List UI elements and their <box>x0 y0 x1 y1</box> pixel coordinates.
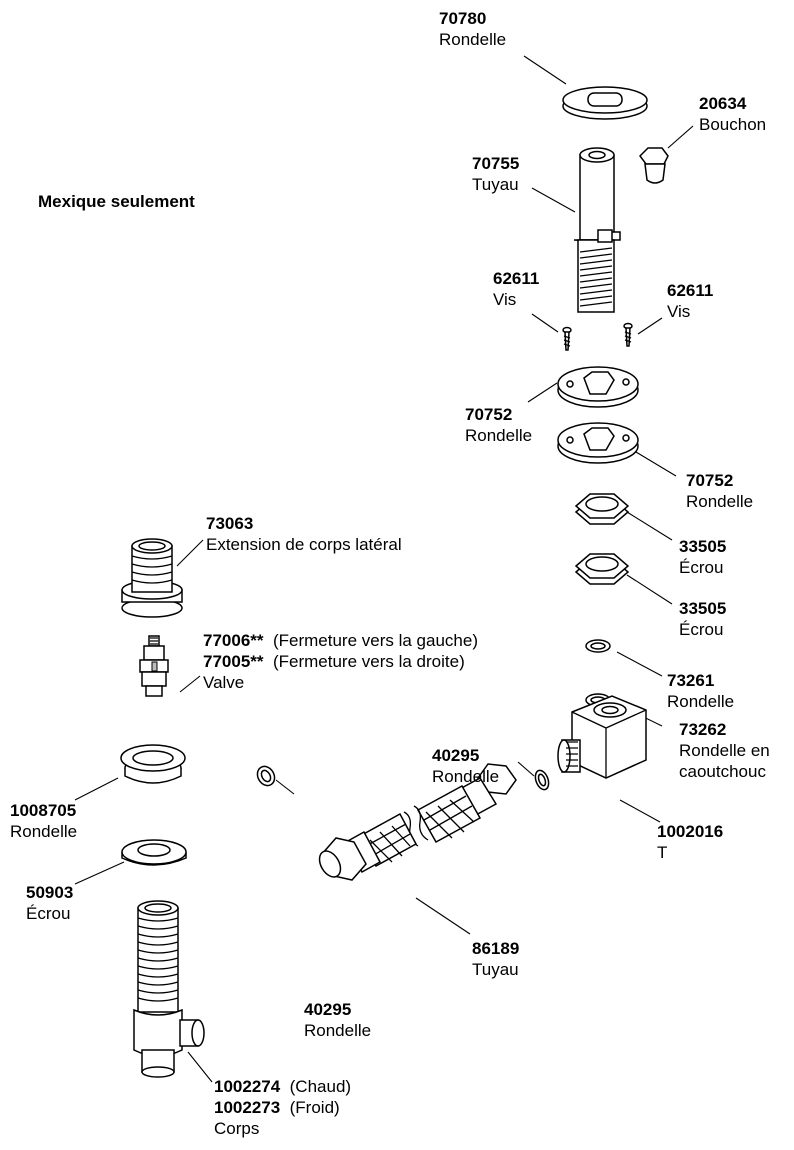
label-40295-right: 40295 Rondelle <box>432 745 499 787</box>
ring-40295-left-drawing <box>256 765 276 787</box>
part-name: Vis <box>667 302 691 321</box>
part-name: Valve <box>203 673 245 692</box>
label-62611-right: 62611 Vis <box>667 280 713 322</box>
washer-70752-upper-drawing <box>557 366 639 408</box>
part-number: 33505 <box>679 537 727 556</box>
label-20634: 20634 Bouchon <box>699 93 766 135</box>
part-name: Écrou <box>679 558 724 577</box>
label-70780: 70780 Rondelle <box>439 8 506 50</box>
ring-73261-drawing <box>585 639 611 653</box>
pipe-70755-drawing <box>573 147 621 313</box>
part-name: Rondelle <box>686 492 754 511</box>
part-number: 70752 <box>465 405 513 424</box>
part-name: Extension de corps latéral <box>206 535 402 554</box>
part-number: 62611 <box>493 269 540 288</box>
label-body: 1002274 (Chaud) 1002273 (Froid) Corps <box>214 1076 351 1139</box>
part-number: 73063 <box>206 514 254 533</box>
extension-73063-drawing <box>121 538 183 618</box>
part-name: (Chaud) <box>289 1077 352 1096</box>
plug-20634-drawing <box>639 147 669 184</box>
hose-86189-drawing <box>318 763 517 881</box>
part-name: Rondelle en <box>679 741 770 760</box>
part-number: 1008705 <box>10 801 77 820</box>
label-73262: 73262 Rondelle en caoutchouc <box>679 719 770 782</box>
part-name: (Froid) <box>289 1098 340 1117</box>
label-50903: 50903 Écrou <box>26 882 73 924</box>
washer-70752-lower-drawing <box>557 422 639 464</box>
part-name: Rondelle <box>439 30 507 49</box>
label-valve: 77006** (Fermeture vers la gauche) 77005… <box>203 630 478 693</box>
part-number: 73262 <box>679 720 727 739</box>
washer-70780-drawing <box>562 86 648 120</box>
part-name: (Fermeture vers la gauche) <box>272 631 478 650</box>
valve-drawing <box>139 635 169 697</box>
label-1002016: 1002016 T <box>657 821 723 863</box>
part-name: Bouchon <box>699 115 767 134</box>
label-33505-upper: 33505 Écrou <box>679 536 726 578</box>
part-name: Tuyau <box>472 960 519 979</box>
part-name: Vis <box>493 290 517 309</box>
label-33505-lower: 33505 Écrou <box>679 598 726 640</box>
label-73063: 73063 Extension de corps latéral <box>206 513 402 555</box>
nut-50903-drawing <box>121 839 187 866</box>
part-number: 86189 <box>472 939 520 958</box>
screw-62611-left-drawing <box>562 326 572 351</box>
body-1002274-drawing <box>133 900 205 1078</box>
part-name: Tuyau <box>472 175 519 194</box>
part-name: Corps <box>214 1119 260 1138</box>
label-86189: 86189 Tuyau <box>472 938 519 980</box>
label-62611-left: 62611 Vis <box>493 268 539 310</box>
part-number: 20634 <box>699 94 747 113</box>
part-name: T <box>657 843 668 862</box>
part-name: Écrou <box>26 904 71 923</box>
part-name: Rondelle <box>10 822 78 841</box>
part-name: (Fermeture vers la droite) <box>272 652 465 671</box>
note-mexico-only: Mexique seulement <box>38 192 195 211</box>
label-40295-left: 40295 Rondelle <box>304 999 371 1041</box>
part-name: Écrou <box>679 620 724 639</box>
label-70752-lower: 70752 Rondelle <box>686 470 753 512</box>
part-name: Rondelle <box>667 692 735 711</box>
part-name: Rondelle <box>465 426 533 445</box>
label-70752-upper: 70752 Rondelle <box>465 404 532 446</box>
part-number: 70780 <box>439 9 487 28</box>
ring-40295-right-drawing <box>534 769 550 791</box>
part-number: 62611 <box>667 281 714 300</box>
nut-33505-lower-drawing <box>574 553 630 585</box>
tee-1002016-drawing <box>557 695 647 779</box>
part-number: 1002274 <box>214 1077 281 1096</box>
washer-1008705-drawing <box>120 744 186 784</box>
part-number: 1002273 <box>214 1098 281 1117</box>
part-number: 1002016 <box>657 822 724 841</box>
part-number: 70755 <box>472 154 520 173</box>
part-name: Rondelle <box>432 767 500 786</box>
part-name: caoutchouc <box>679 762 766 781</box>
part-number: 40295 <box>304 1000 352 1019</box>
label-73261: 73261 Rondelle <box>667 670 734 712</box>
label-1008705: 1008705 Rondelle <box>10 800 77 842</box>
part-number: 50903 <box>26 883 74 902</box>
label-70755: 70755 Tuyau <box>472 153 519 195</box>
part-number: 73261 <box>667 671 715 690</box>
part-name: Rondelle <box>304 1021 372 1040</box>
part-number: 77005** <box>203 652 264 671</box>
part-number: 70752 <box>686 471 734 490</box>
part-number: 77006** <box>203 631 264 650</box>
part-number: 40295 <box>432 746 480 765</box>
nut-33505-upper-drawing <box>574 493 630 525</box>
part-number: 33505 <box>679 599 727 618</box>
screw-62611-right-drawing <box>623 322 633 347</box>
